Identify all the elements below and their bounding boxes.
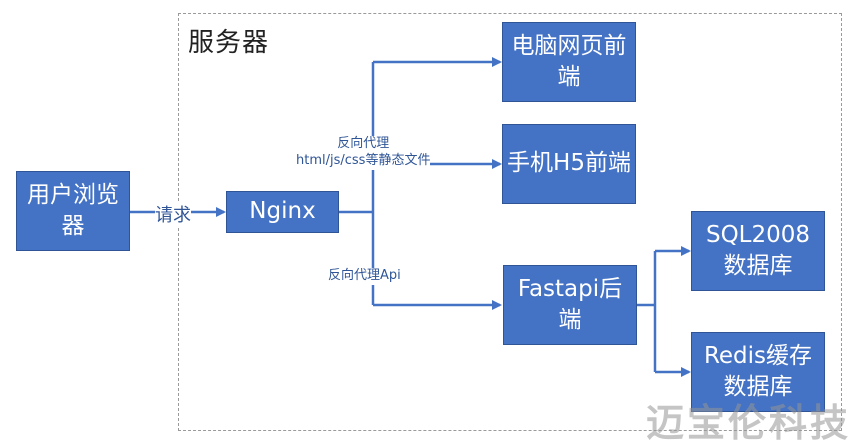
fastapi-backend-node: Fastapi后端 <box>503 265 637 345</box>
mobile-frontend-node: 手机H5前端 <box>502 124 636 204</box>
static-proxy-edge-label: 反向代理 html/js/css等静态文件 <box>296 136 431 170</box>
api-proxy-edge-label: 反向代理Api <box>328 268 401 285</box>
server-label: 服务器 <box>188 28 270 58</box>
watermark-logo: 迈宝伦科技 <box>645 401 851 445</box>
request-edge-label: 请求 <box>155 201 191 227</box>
nginx-node: Nginx <box>226 191 339 233</box>
pc-frontend-node: 电脑网页前端 <box>502 22 636 102</box>
static-proxy-label-line1: 反向代理 <box>337 136 390 151</box>
static-proxy-label-line2: html/js/css等静态文件 <box>296 152 431 168</box>
browser-node: 用户浏览器 <box>16 171 130 251</box>
redis-database-node: Redis缓存数据库 <box>691 332 825 412</box>
sql-database-node: SQL2008数据库 <box>691 211 825 291</box>
